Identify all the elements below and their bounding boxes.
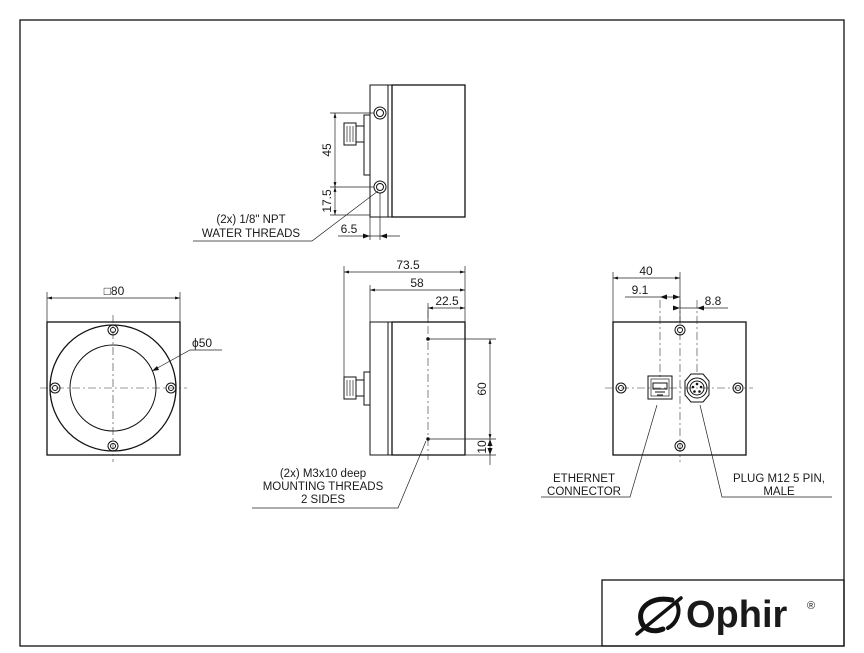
top-view-plate (369, 84, 393, 218)
mounting-note-line2: MOUNTING THREADS (263, 481, 384, 493)
mounting-note-line3: 2 SIDES (301, 494, 345, 506)
front-view: □80 ϕ50 (40, 284, 222, 462)
dim-22-5: 22.5 (435, 294, 459, 308)
mounting-note-line1: (2x) M3x10 deep (280, 468, 366, 480)
dim-square-80: □80 (104, 284, 125, 298)
top-view: 45 17.5 6.5 (2x) 1/8" NPT WATER THREADS (193, 84, 466, 242)
title-block-frame (601, 579, 845, 647)
plug-label-line1: PLUG M12 5 PIN, (733, 473, 825, 485)
ethernet-label-line2: CONNECTOR (547, 486, 621, 498)
dim-45: 45 (320, 143, 334, 157)
registered-mark: ® (807, 600, 815, 612)
plug-label-line2: MALE (763, 486, 795, 498)
dim-9-1: 9.1 (632, 283, 649, 297)
dim-6-5: 6.5 (341, 222, 358, 236)
drawing-border (19, 19, 845, 647)
dim-58: 58 (410, 276, 424, 290)
m12-plug-connector (684, 373, 710, 403)
side-view: 73.5 58 22.5 60 10 (2x) M3x10 deep MOUNT… (252, 258, 496, 509)
water-thread-hole-upper (373, 106, 387, 120)
rear-view: 40 9.1 8.8 ETHERNET CONNECTOR PLUG M12 5… (541, 264, 832, 498)
dim-73-5: 73.5 (396, 258, 420, 272)
brand-logo-text: Ophir (686, 594, 788, 636)
side-view-plate (369, 321, 393, 456)
rear-view-body (612, 321, 747, 456)
side-water-fitting (343, 371, 371, 406)
dim-8-8: 8.8 (705, 294, 722, 308)
side-view-body (391, 321, 466, 456)
ethernet-connector (647, 375, 673, 400)
dim-10: 10 (475, 440, 489, 454)
flange-screws (49, 324, 177, 452)
top-view-body (391, 84, 466, 218)
rear-screws (615, 324, 744, 452)
water-threads-note-line2: WATER THREADS (202, 228, 301, 240)
front-view-square (46, 321, 181, 456)
ethernet-label-line1: ETHERNET (553, 473, 615, 485)
title-block: Ophir ® (601, 579, 845, 647)
water-threads-note-line1: (2x) 1/8" NPT (216, 214, 285, 226)
dim-60: 60 (475, 382, 489, 396)
water-thread-hole-lower (373, 180, 387, 194)
water-fitting (343, 114, 371, 176)
dim-diameter-50: ϕ50 (192, 336, 212, 350)
dim-40: 40 (639, 264, 653, 278)
dim-17-5: 17.5 (320, 189, 334, 213)
ophir-swoosh-icon (635, 596, 683, 636)
